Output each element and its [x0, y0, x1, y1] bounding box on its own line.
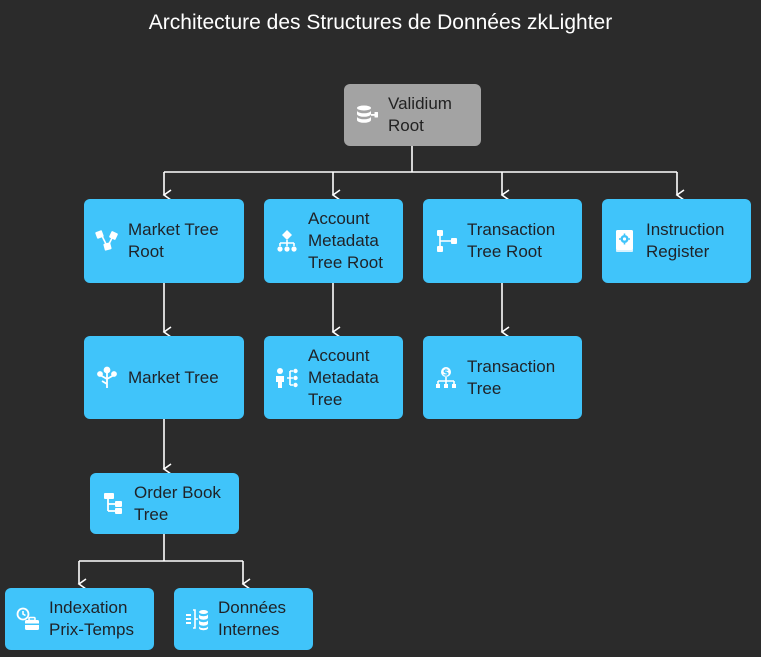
- transaction-tree-root-node[interactable]: Transaction Tree Root: [423, 199, 582, 283]
- database-icon: [354, 102, 380, 128]
- node-label: Market Tree Root: [128, 220, 219, 261]
- data-stack-icon: [184, 606, 210, 632]
- node-label: Account Metadata Tree Root: [308, 209, 383, 272]
- account-metadata-tree-root-node[interactable]: Account Metadata Tree Root: [264, 199, 403, 283]
- node-label: Transaction Tree: [467, 356, 556, 398]
- node-label: Order Book Tree: [134, 482, 221, 524]
- validium-root-node[interactable]: Validium Root: [344, 84, 481, 146]
- diagram-title: Architecture des Structures de Données z…: [148, 11, 613, 34]
- account-metadata-tree-node[interactable]: Account Metadata Tree: [264, 336, 403, 419]
- node-label: Validium Root: [388, 94, 452, 135]
- branch-icon: [94, 365, 120, 391]
- manual-icon: [612, 228, 638, 254]
- flow-icon: [433, 228, 459, 254]
- node-label: Account Metadata Tree: [308, 345, 379, 409]
- node-label: Instruction Register: [646, 220, 725, 261]
- node-label: Transaction Tree Root: [467, 220, 556, 261]
- node-label: Market Tree: [128, 367, 219, 387]
- svg-text:$: $: [443, 368, 449, 378]
- clock-briefcase-icon: [15, 606, 41, 632]
- transaction-tree-node[interactable]: $ Transaction Tree: [423, 336, 582, 419]
- indexation-prix-temps-node[interactable]: Indexation Prix-Temps: [5, 588, 154, 650]
- market-tree-node[interactable]: Market Tree: [84, 336, 244, 419]
- person-tree-icon: [274, 365, 300, 391]
- market-tree-root-node[interactable]: Market Tree Root: [84, 199, 244, 283]
- nodes-icon: [94, 228, 120, 254]
- folder-tree-icon: [100, 491, 126, 517]
- donnees-internes-node[interactable]: Données Internes: [174, 588, 313, 650]
- node-label: Données Internes: [218, 598, 287, 639]
- order-book-tree-node[interactable]: Order Book Tree: [90, 473, 239, 534]
- money-tree-icon: $: [433, 365, 459, 391]
- hierarchy-icon: [274, 228, 300, 254]
- node-label: Indexation Prix-Temps: [49, 598, 135, 639]
- instruction-register-node[interactable]: Instruction Register: [602, 199, 751, 283]
